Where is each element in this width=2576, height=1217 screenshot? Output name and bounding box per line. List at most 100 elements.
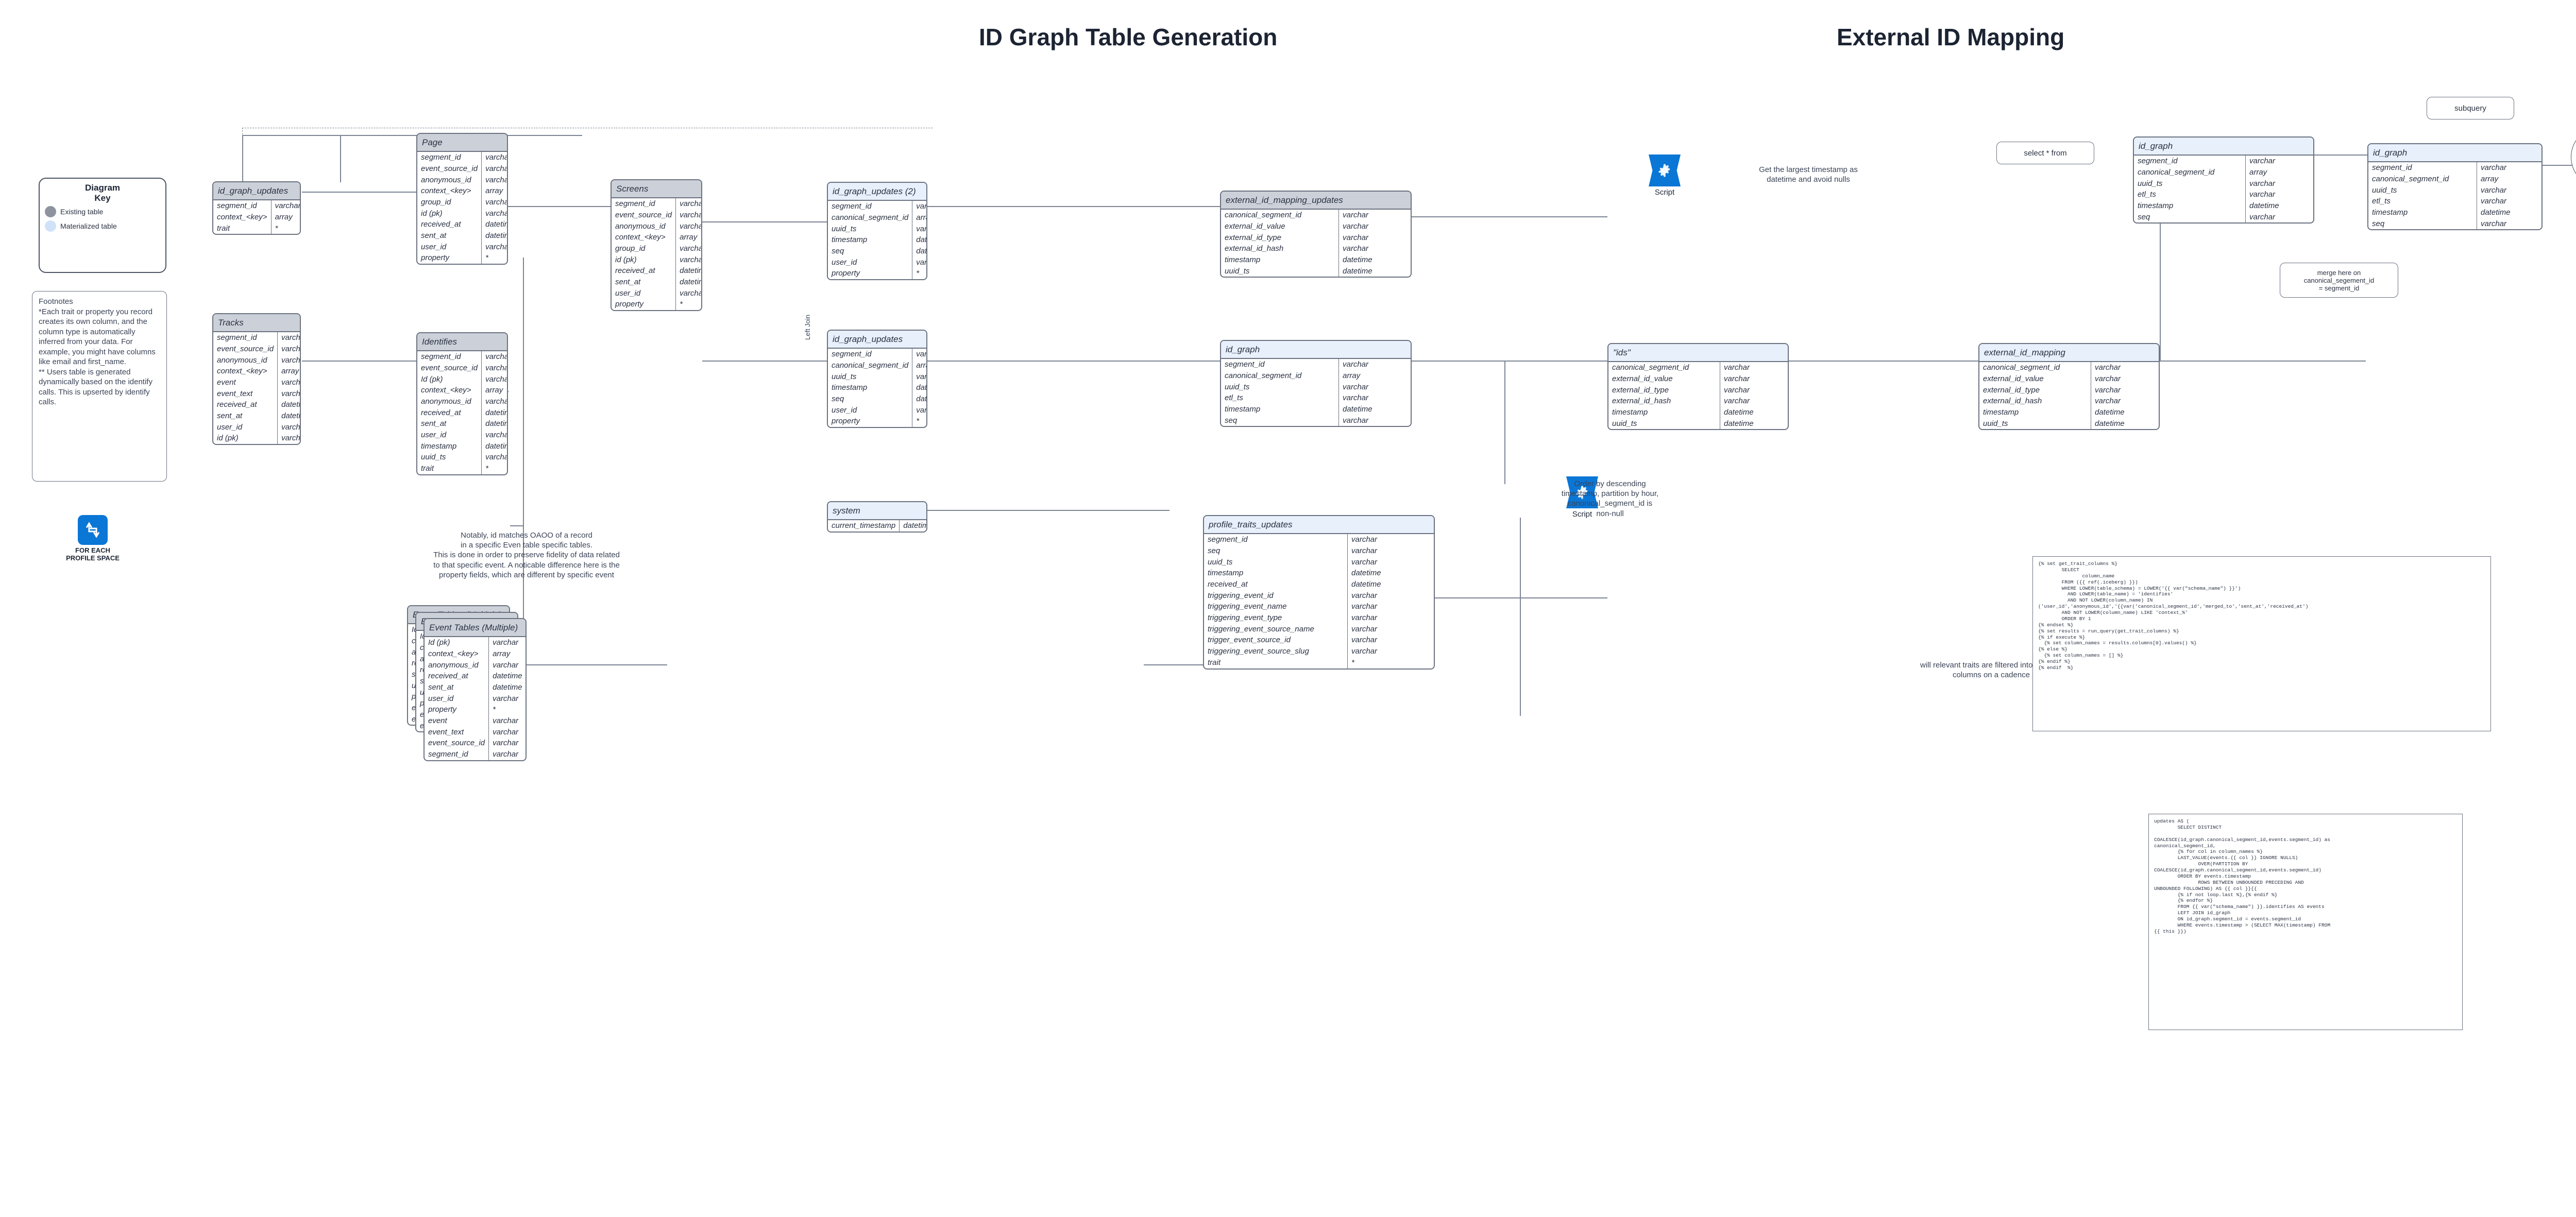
table-column-type: varchar	[485, 242, 507, 251]
table-title: id_graph_updates	[828, 331, 926, 349]
er-table-system[interactable]: system current_timestamp datetime	[827, 501, 927, 533]
table-column-name: event	[217, 378, 236, 387]
table-column-type: varchar	[2249, 212, 2276, 221]
section-title-1: External ID Mapping	[1837, 24, 2065, 50]
union-node[interactable]: Union	[2571, 126, 2576, 188]
connector-line	[1520, 518, 1521, 600]
table-column-name: seq	[2372, 219, 2385, 228]
table-column-name: triggering_event_source_name	[1208, 624, 1314, 633]
section-title-0: ID Graph Table Generation	[979, 24, 1278, 50]
table-column-name: triggering_event_name	[1208, 602, 1287, 611]
table-column-name: anonymous_id	[421, 397, 471, 406]
table-column-type: varchar	[493, 694, 519, 703]
table-column-name: external_id_value	[1612, 374, 1673, 383]
table-column-name: id (pk)	[421, 209, 443, 218]
table-column-name: segment_id	[217, 333, 257, 342]
table-column-type: varchar	[1343, 221, 1369, 231]
er-table-event_tables[interactable]: Event Tables (Multiple) Id (pk)context_<…	[423, 618, 527, 761]
table-column-type: varchar	[1351, 535, 1378, 544]
table-column-type: varchar	[2095, 397, 2121, 406]
table-column-name: timestamp	[1225, 255, 1261, 264]
table-column-name: received_at	[421, 220, 461, 229]
table-column-name: triggering_event_type	[1208, 613, 1282, 623]
table-column-type: varchar	[1351, 636, 1378, 645]
table-column-type: varchar	[485, 175, 507, 184]
subquery-pill[interactable]: subquery	[2427, 97, 2514, 119]
table-column-type: varchar	[485, 374, 507, 384]
table-column-type: datetime	[916, 383, 927, 392]
table-column-type: datetime	[916, 247, 927, 255]
table-column-name: event_text	[428, 727, 464, 736]
connector-line	[508, 391, 509, 392]
table-column-type: varchar	[281, 434, 300, 443]
table-column-name: segment_id	[217, 201, 257, 211]
table-column-type: array	[680, 233, 698, 242]
connector-line	[242, 135, 582, 136]
table-column-name: event_source_id	[421, 164, 478, 173]
table-column-type: varchar	[493, 739, 519, 748]
table-column-type: *	[680, 300, 683, 309]
table-column-name: timestamp	[1208, 569, 1244, 578]
table-column-name: user_id	[217, 422, 243, 432]
table-column-type: datetime	[493, 683, 522, 692]
script-node-0[interactable]: Script	[1649, 155, 1681, 197]
table-column-type: varchar	[916, 350, 927, 359]
table-column-type: varchar	[493, 727, 519, 736]
er-table-external_id_mapping[interactable]: external_id_mapping canonical_segment_id…	[1978, 343, 2160, 431]
table-title: Event Tables (Multiple)	[425, 619, 526, 638]
for-each-profile-space-badge: FOR EACH PROFILE SPACE	[57, 515, 129, 562]
key-item-label: Existing table	[60, 208, 104, 216]
table-column-name: received_at	[615, 266, 655, 276]
table-column-name: anonymous_id	[428, 660, 479, 670]
identifies-note: Notably, id matches OAOO of a record in …	[433, 531, 620, 579]
table-column-type: datetime	[2249, 201, 2279, 210]
select-star-from-pill[interactable]: select * from	[1996, 142, 2094, 164]
table-column-type: datetime	[485, 441, 507, 451]
table-title: id_graph_updates (2)	[828, 183, 926, 201]
table-column-name: segment_id	[832, 202, 872, 211]
key-item-label: Materialized table	[60, 222, 117, 231]
table-column-type: varchar	[680, 288, 701, 298]
table-column-type: varchar	[2481, 219, 2507, 228]
table-column-name: seq	[1208, 546, 1221, 555]
table-column-type: datetime	[485, 408, 507, 417]
table-column-type: varchar	[1724, 385, 1750, 395]
table-column-name: Id (pk)	[421, 374, 443, 384]
table-column-name: Id (pk)	[428, 638, 450, 647]
table-column-name: trait	[1208, 658, 1221, 667]
table-column-type: datetime	[680, 278, 701, 287]
table-column-type: varchar	[1724, 363, 1750, 372]
table-column-name: received_at	[1208, 580, 1248, 589]
table-column-name: segment_id	[2372, 163, 2412, 173]
table-column-name: sent_at	[421, 231, 447, 241]
table-column-type: array	[916, 213, 926, 222]
table-column-type: varchar	[1351, 624, 1378, 633]
table-column-name: external_id_type	[1612, 385, 1669, 395]
connector-line	[1412, 361, 1607, 362]
table-column-type: varchar	[916, 258, 927, 267]
table-column-name: uuid_ts	[1225, 266, 1250, 276]
table-column-name: canonical_segment_id	[1983, 363, 2060, 372]
script-node-1[interactable]: Script	[1566, 476, 1598, 519]
er-table-external_id_mapping_updates[interactable]: external_id_mapping_updates canonical_se…	[1220, 191, 1412, 278]
table-column-type: varchar	[2481, 185, 2507, 195]
table-column-name: id (pk)	[217, 434, 239, 443]
table-column-type: datetime	[1343, 266, 1372, 276]
table-column-name: context_<key>	[217, 367, 267, 376]
table-column-type: varchar	[680, 221, 701, 231]
table-column-name: canonical_segment_id	[832, 361, 909, 370]
table-column-type: varchar	[485, 397, 507, 406]
